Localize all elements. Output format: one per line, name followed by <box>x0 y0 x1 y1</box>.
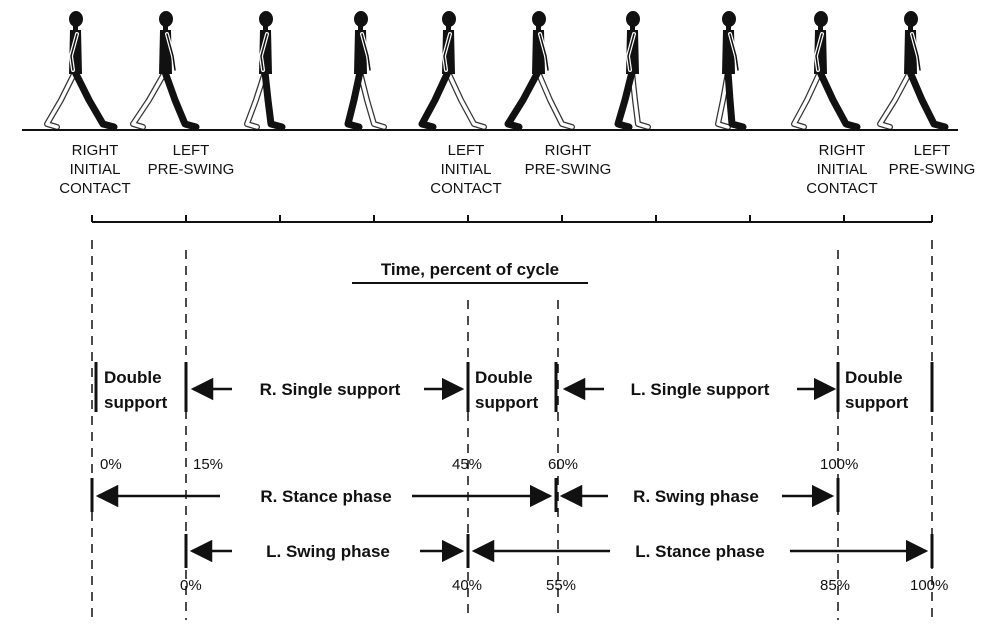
figure-9 <box>791 11 861 131</box>
svg-text:45%: 45% <box>452 456 482 473</box>
double-support-label-3b: support <box>845 393 909 412</box>
svg-text:INITIAL: INITIAL <box>441 161 492 178</box>
figure-3 <box>244 11 286 131</box>
event-guide-lines <box>91 240 933 620</box>
diagram-title: Time, percent of cycle <box>381 260 559 279</box>
figure-6 <box>504 11 575 131</box>
l-single-support-label: L. Single support <box>631 380 770 399</box>
svg-text:CONTACT: CONTACT <box>59 180 130 197</box>
svg-text:RIGHT: RIGHT <box>72 142 119 159</box>
figure-8 <box>715 11 747 131</box>
svg-text:LEFT: LEFT <box>448 142 485 159</box>
figure-4 <box>344 11 387 131</box>
r-swing-phase-label: R. Swing phase <box>633 487 759 506</box>
double-support-label-1: Double <box>104 368 162 387</box>
double-support-label-2: Double <box>475 368 533 387</box>
svg-text:CONTACT: CONTACT <box>430 180 501 197</box>
l-swing-phase-label: L. Swing phase <box>266 542 390 561</box>
svg-text:LEFT: LEFT <box>173 142 210 159</box>
right-phase-row: R. Stance phase R. Swing phase <box>90 478 840 512</box>
figure-1 <box>44 11 118 131</box>
svg-text:0%: 0% <box>180 577 202 594</box>
l-stance-phase-label: L. Stance phase <box>635 542 764 561</box>
svg-text:RIGHT: RIGHT <box>545 142 592 159</box>
event-label-right-initial-contact-2: RIGHT INITIAL CONTACT <box>806 142 877 197</box>
r-stance-phase-label: R. Stance phase <box>260 487 391 506</box>
event-label-right-pre-swing: RIGHT PRE-SWING <box>525 142 612 178</box>
support-phase-row: Double support R. Single support Double … <box>94 362 934 412</box>
svg-text:CONTACT: CONTACT <box>806 180 877 197</box>
figure-2 <box>130 11 200 131</box>
figure-10 <box>877 11 949 131</box>
svg-text:100%: 100% <box>820 456 858 473</box>
svg-text:100%: 100% <box>910 577 948 594</box>
event-label-left-pre-swing-2: LEFT PRE-SWING <box>889 142 976 178</box>
walking-figures <box>44 11 949 131</box>
double-support-label-2b: support <box>475 393 539 412</box>
double-support-label-3: Double <box>845 368 903 387</box>
event-label-left-initial-contact: LEFT INITIAL CONTACT <box>430 142 501 197</box>
svg-text:60%: 60% <box>548 456 578 473</box>
svg-text:55%: 55% <box>546 577 576 594</box>
r-single-support-label: R. Single support <box>260 380 401 399</box>
svg-text:85%: 85% <box>820 577 850 594</box>
event-label-left-pre-swing-1: LEFT PRE-SWING <box>148 142 235 178</box>
figure-5 <box>418 11 487 131</box>
svg-text:LEFT: LEFT <box>914 142 951 159</box>
double-support-label-1b: support <box>104 393 168 412</box>
right-percentages: 0% 15% 45% 60% 100% <box>100 456 858 473</box>
left-phase-row: L. Swing phase L. Stance phase <box>184 534 934 568</box>
event-label-right-initial-contact-1: RIGHT INITIAL CONTACT <box>59 142 130 197</box>
svg-text:INITIAL: INITIAL <box>70 161 121 178</box>
svg-text:PRE-SWING: PRE-SWING <box>525 161 612 178</box>
svg-text:0%: 0% <box>100 456 122 473</box>
svg-text:RIGHT: RIGHT <box>819 142 866 159</box>
svg-text:PRE-SWING: PRE-SWING <box>148 161 235 178</box>
time-ruler <box>91 215 933 223</box>
svg-text:40%: 40% <box>452 577 482 594</box>
svg-text:PRE-SWING: PRE-SWING <box>889 161 976 178</box>
svg-text:15%: 15% <box>193 456 223 473</box>
left-percentages: 0% 40% 55% 85% 100% <box>180 577 948 594</box>
svg-text:INITIAL: INITIAL <box>817 161 868 178</box>
figure-7 <box>614 11 651 131</box>
